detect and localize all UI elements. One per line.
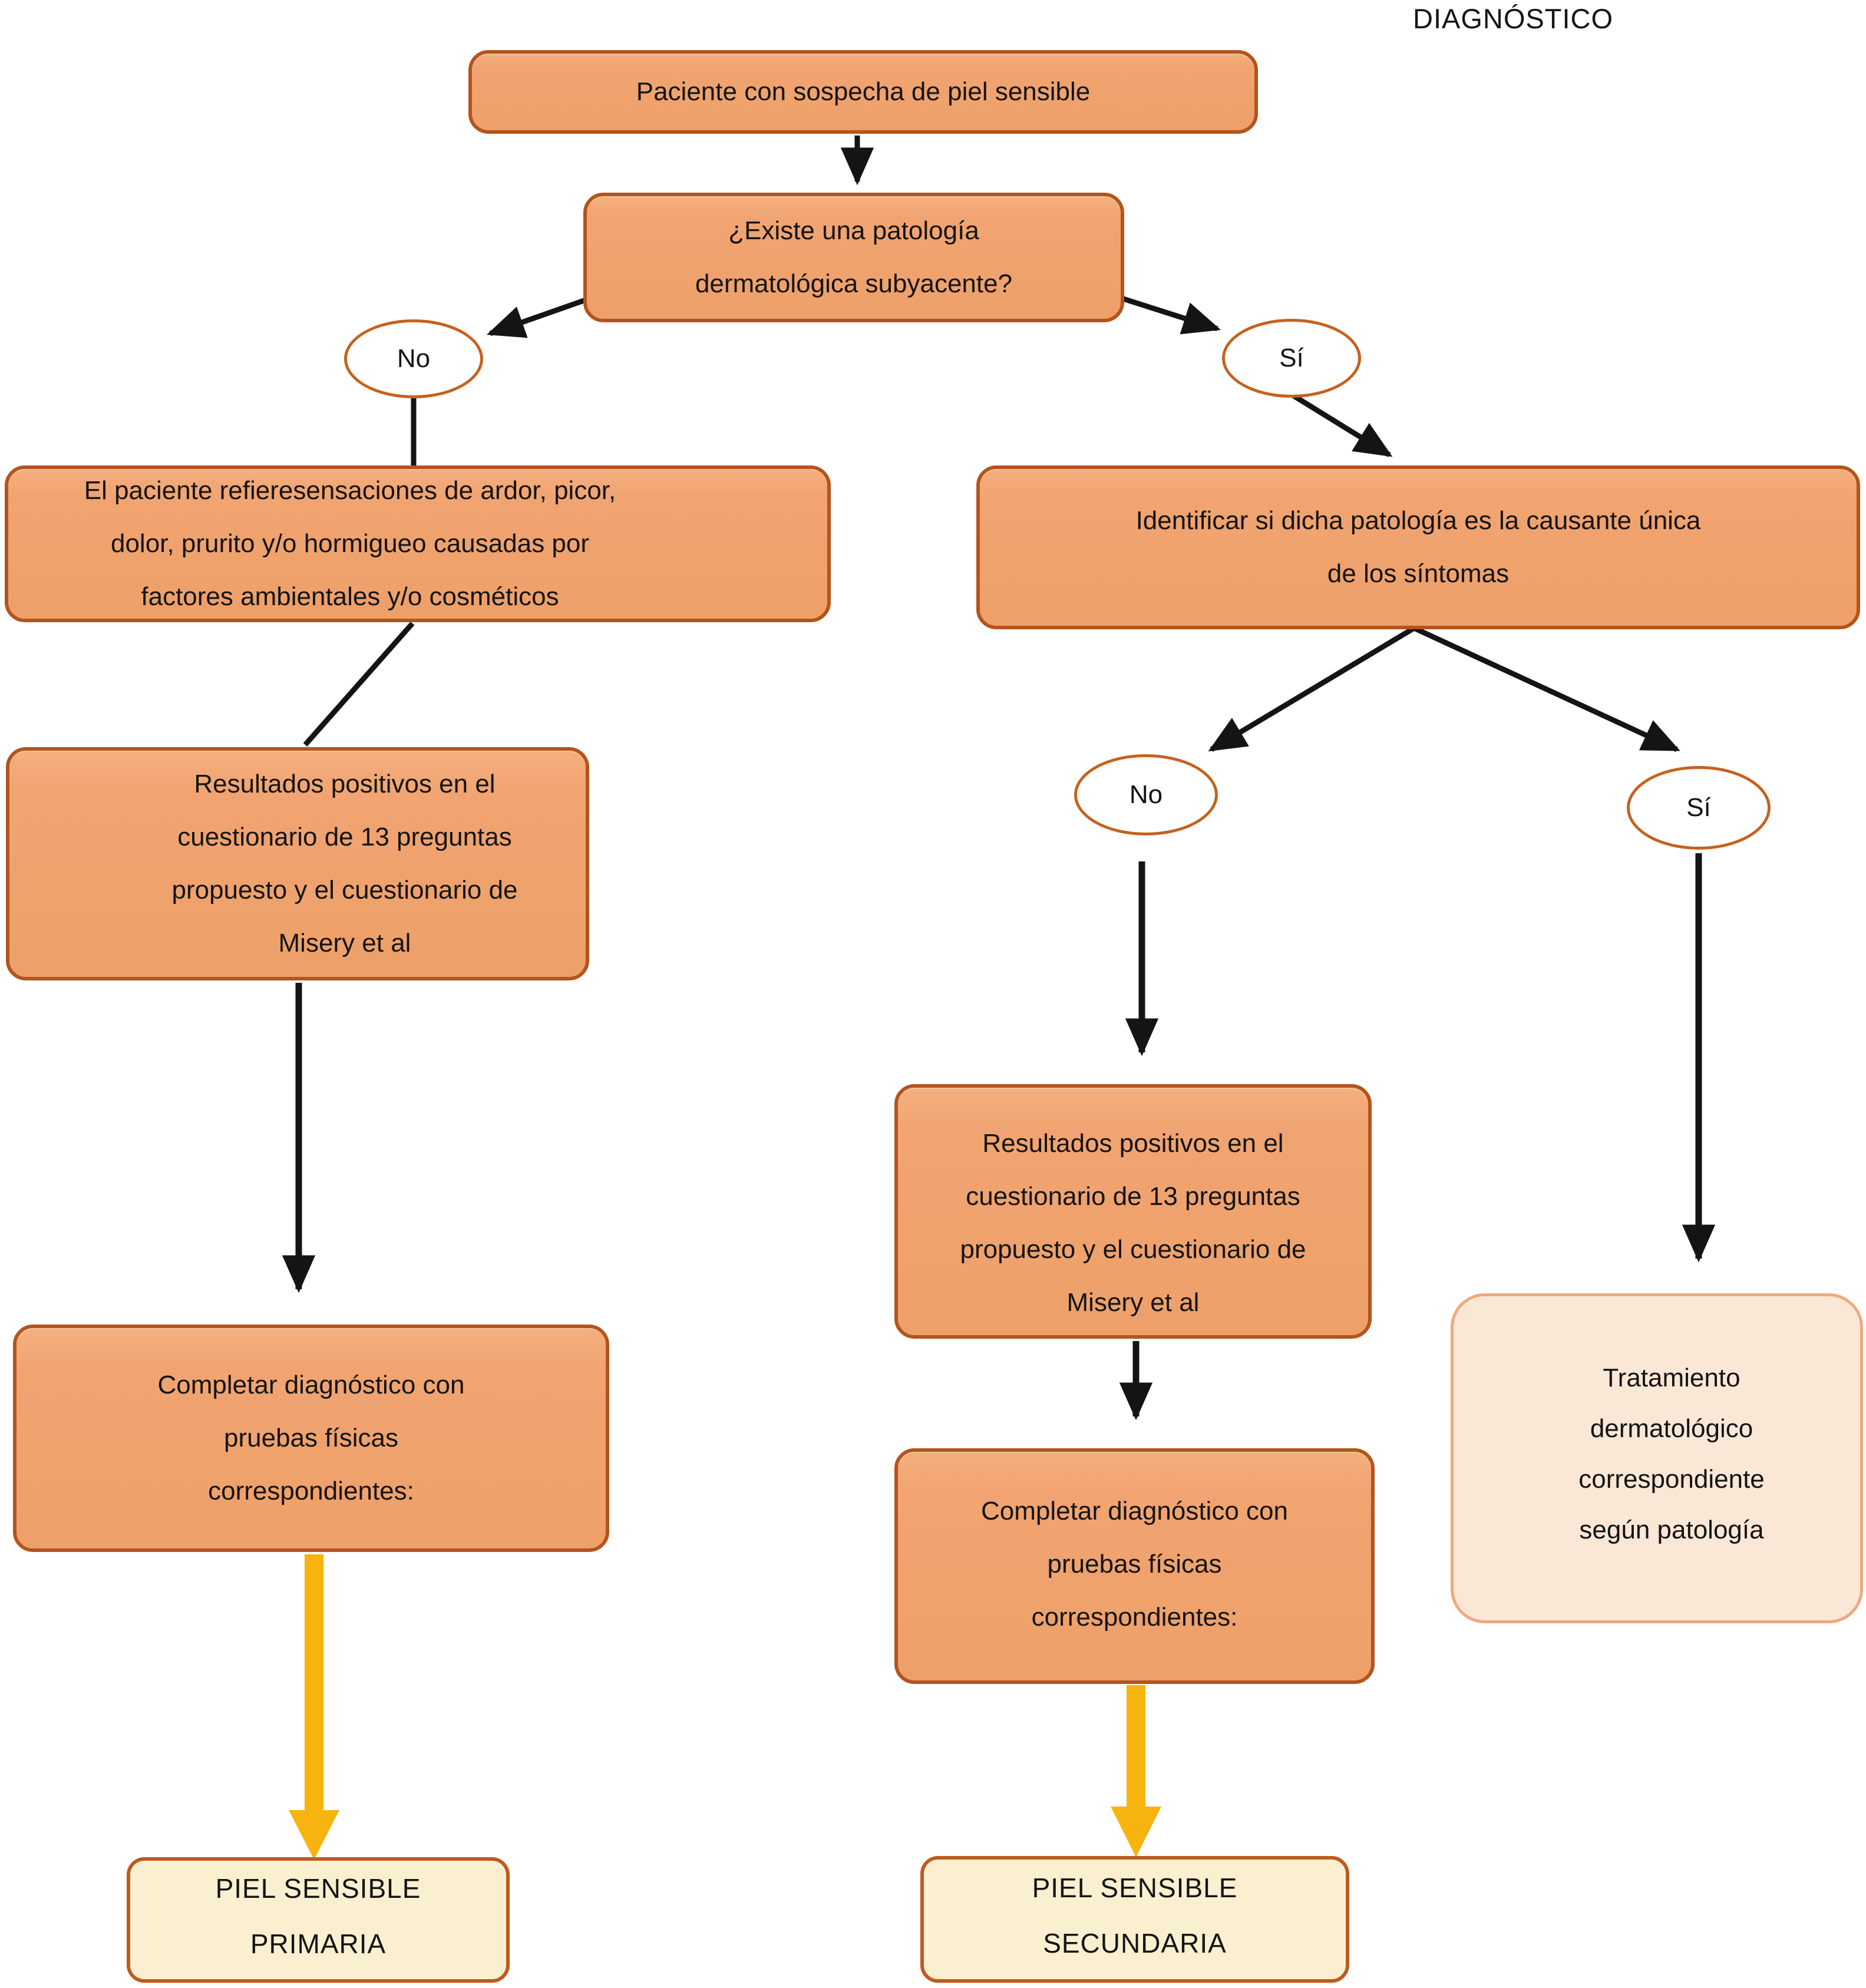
yellow-arrow-shaft-right xyxy=(1127,1685,1145,1810)
node-text-line: Completar diagnóstico con xyxy=(157,1371,465,1399)
node-text-line: cuestionario de 13 preguntas xyxy=(966,1182,1300,1211)
node-identificar-patologia: Identificar si dicha patología es la cau… xyxy=(976,465,1860,629)
node-text-line: correspondientes: xyxy=(1031,1603,1238,1632)
node-text-line: Resultados positivos en el xyxy=(982,1129,1284,1158)
node-text-line: PIEL SENSIBLE xyxy=(215,1873,421,1904)
arrow-identify-to-no xyxy=(1208,626,1416,752)
node-text-line: de los síntomas xyxy=(1327,559,1510,588)
node-text-line: cuestionario de 13 preguntas xyxy=(177,823,512,851)
ellipse-no-right-branch: No xyxy=(1074,754,1218,836)
yellow-arrow-head-right xyxy=(1111,1807,1161,1857)
node-resultados-izquierda: Resultados positivos en el cuestionario … xyxy=(6,747,589,980)
ellipse-si-right-branch: Sí xyxy=(1627,766,1771,850)
node-text-line: factores ambientales y/o cosméticos xyxy=(141,582,559,611)
node-text-line: PRIMARIA xyxy=(250,1928,387,1959)
ellipse-no-left: No xyxy=(344,319,483,398)
node-text-line: dolor, prurito y/o hormigueo causadas po… xyxy=(110,529,590,558)
node-text-line: Resultados positivos en el xyxy=(194,770,496,798)
arrow-identify-to-si xyxy=(1413,625,1680,752)
ellipse-label: Sí xyxy=(1279,344,1304,372)
ellipse-label: No xyxy=(1129,780,1163,809)
node-text-line: ¿Existe una patología xyxy=(728,216,979,245)
node-text-line: según patología xyxy=(1579,1515,1764,1544)
node-piel-sensible-secundaria: PIEL SENSIBLE SECUNDARIA xyxy=(920,1856,1349,1983)
node-text-line: Identificar si dicha patología es la cau… xyxy=(1135,506,1701,535)
ellipse-si-right: Sí xyxy=(1222,319,1361,398)
node-resultados-derecha: Resultados positivos en el cuestionario … xyxy=(894,1084,1372,1339)
node-text-line: Misery et al xyxy=(1066,1288,1200,1317)
node-completar-derecha: Completar diagnóstico con pruebas física… xyxy=(894,1448,1375,1684)
yellow-arrow-shaft-left xyxy=(305,1554,323,1815)
line-sensations-to-results xyxy=(303,622,415,747)
ellipse-label: No xyxy=(397,344,431,373)
node-text-line: pruebas físicas xyxy=(224,1424,398,1452)
node-tratamiento-dermatologico: Tratamiento dermatológico correspondient… xyxy=(1451,1293,1863,1623)
node-text-line: Paciente con sospecha de piel sensible xyxy=(636,77,1091,106)
node-sensaciones: El paciente refieresensaciones de ardor,… xyxy=(5,465,831,622)
node-existe-patologia: ¿Existe una patología dermatológica suby… xyxy=(583,193,1124,322)
node-text-line: correspondiente xyxy=(1578,1465,1765,1494)
ellipse-label: Sí xyxy=(1686,793,1711,822)
node-text-line: propuesto y el cuestionario de xyxy=(171,876,518,904)
node-text-line: SECUNDARIA xyxy=(1043,1927,1227,1959)
node-text-line: El paciente refieresensaciones de ardor,… xyxy=(84,476,616,505)
node-text-line: Tratamiento xyxy=(1603,1363,1741,1392)
node-text-line: dermatológico xyxy=(1590,1414,1753,1443)
node-piel-sensible-primaria: PIEL SENSIBLE PRIMARIA xyxy=(127,1857,510,1983)
node-text-line: Misery et al xyxy=(278,929,411,957)
node-paciente-sospecha: Paciente con sospecha de piel sensible xyxy=(468,50,1258,134)
node-text-line: propuesto y el cuestionario de xyxy=(960,1235,1306,1264)
node-text-line: Completar diagnóstico con xyxy=(981,1497,1288,1525)
node-text-line: PIEL SENSIBLE xyxy=(1032,1872,1238,1903)
node-completar-izquierda: Completar diagnóstico con pruebas física… xyxy=(13,1325,609,1552)
node-text-line: pruebas físicas xyxy=(1047,1550,1222,1578)
arrow-si-to-identify xyxy=(1292,394,1393,457)
node-text-line: dermatológica subyacente? xyxy=(695,269,1013,298)
page-title: DIAGNÓSTICO xyxy=(1413,3,1614,34)
yellow-arrow-head-left xyxy=(289,1810,339,1860)
node-text-line: correspondientes: xyxy=(208,1477,414,1505)
